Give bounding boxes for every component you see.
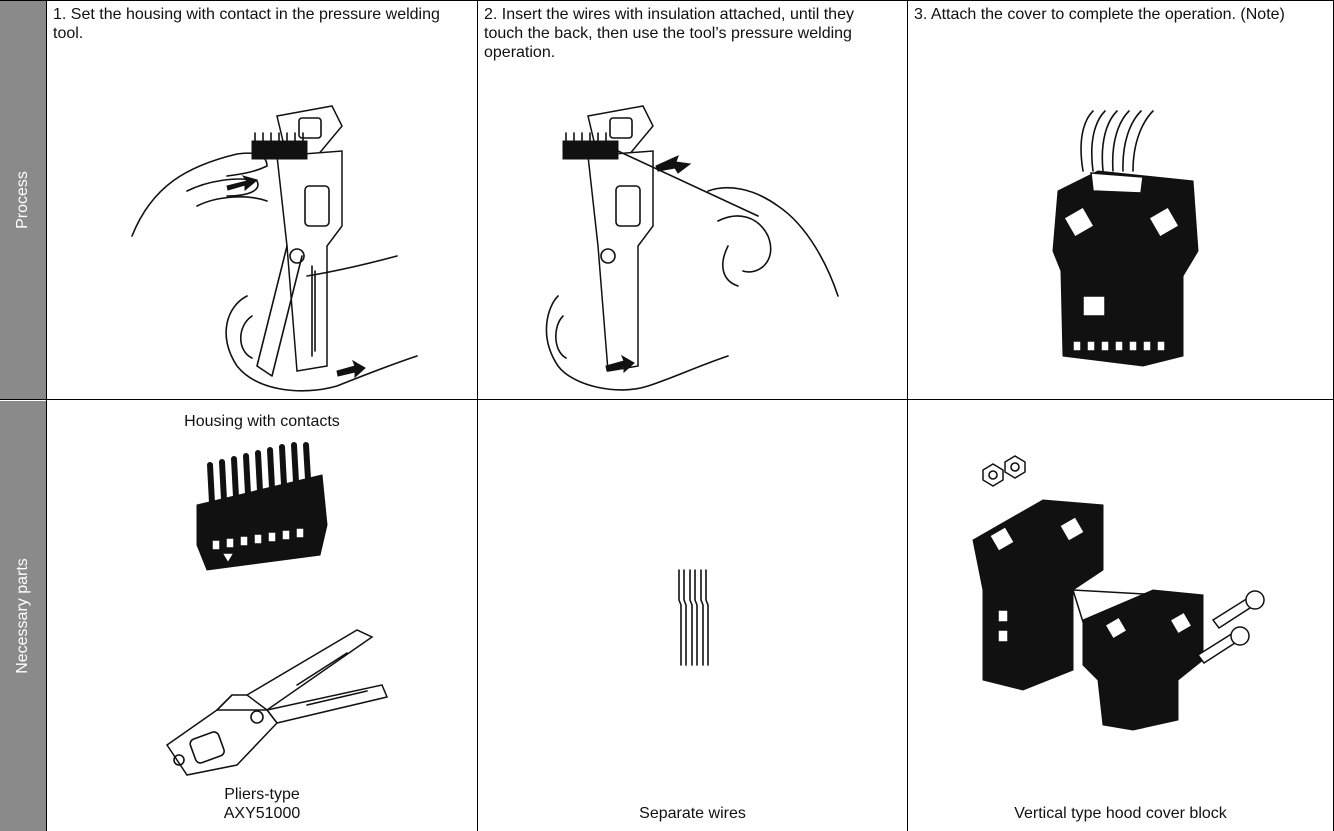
hood-caption: Vertical type hood cover block <box>908 804 1333 823</box>
hood-cover-kit-illustration <box>963 450 1293 730</box>
hand-inserting-wires-into-tool-illustration <box>558 96 858 396</box>
pliers-tool-illustration <box>157 625 397 785</box>
step-3-cell: 3. Attach the cover to complete the oper… <box>908 1 1333 399</box>
assembled-connector-illustration <box>1043 111 1203 371</box>
row-label-process-text: Process <box>14 171 32 229</box>
hand-setting-housing-in-tool-illustration <box>127 96 427 396</box>
parts-cell-2: Separate wires <box>478 400 907 831</box>
pliers-caption-line2: AXY51000 <box>47 804 477 823</box>
connector-housing-illustration <box>192 445 332 575</box>
step-2-text: 2. Insert the wires with insulation atta… <box>484 5 894 62</box>
step-2-cell: 2. Insert the wires with insulation atta… <box>478 1 907 399</box>
wires-illustration <box>673 565 713 670</box>
row-label-parts-text: Necessary parts <box>14 558 32 674</box>
parts-cell-1: Housing with contacts Pliers-type AXY510… <box>47 400 477 831</box>
step-3-text: 3. Attach the cover to complete the oper… <box>914 5 1324 24</box>
row-label-parts: Necessary parts <box>0 401 46 831</box>
parts-cell-3: Vertical type hood cover block <box>908 400 1333 831</box>
row-label-process: Process <box>0 0 46 399</box>
wires-caption: Separate wires <box>478 804 907 823</box>
housing-caption: Housing with contacts <box>47 412 477 431</box>
step-1-cell: 1. Set the housing with contact in the p… <box>47 1 477 399</box>
step-1-text: 1. Set the housing with contact in the p… <box>53 5 463 43</box>
pliers-caption-line1: Pliers-type <box>47 785 477 804</box>
